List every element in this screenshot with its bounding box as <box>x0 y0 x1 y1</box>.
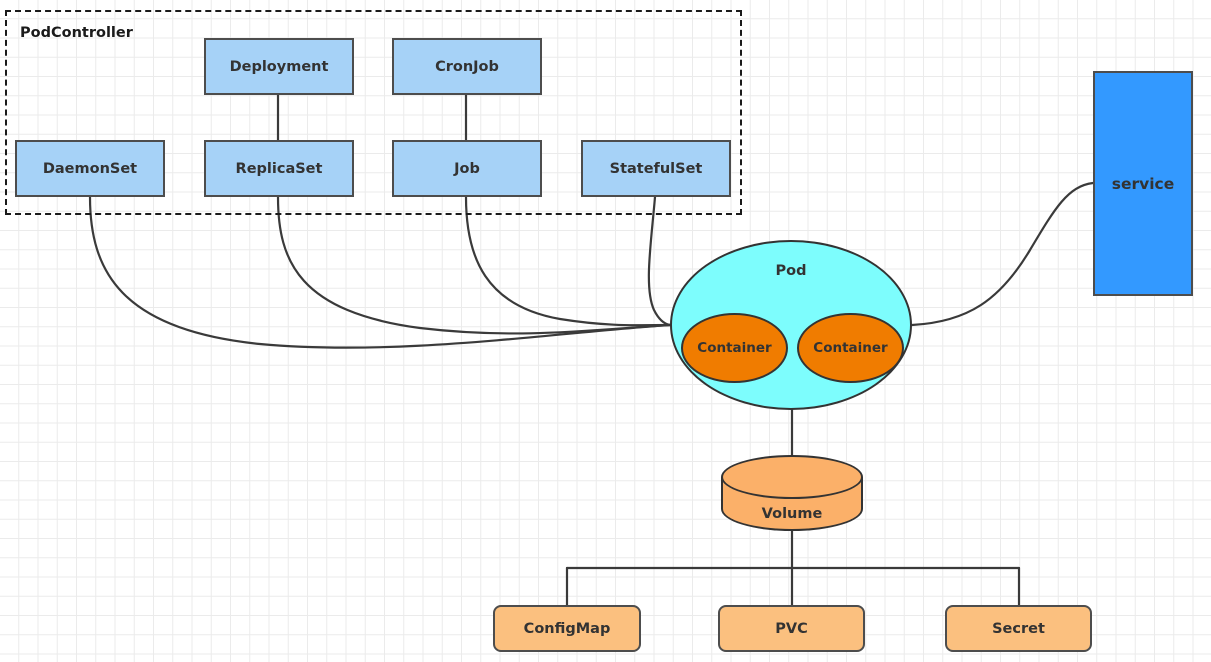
controller-label-replicaset: ReplicaSet <box>235 160 323 177</box>
storage-label-pvc: PVC <box>775 620 808 637</box>
controller-node-job[interactable]: Job <box>392 140 542 197</box>
edge-job-pod <box>464 195 672 327</box>
storage-label-secret: Secret <box>992 620 1045 637</box>
storage-node-configmap[interactable]: ConfigMap <box>493 605 641 652</box>
controller-label-deployment: Deployment <box>229 58 329 75</box>
storage-label-configmap: ConfigMap <box>523 620 611 637</box>
controller-node-daemonset[interactable]: DaemonSet <box>15 140 165 197</box>
service-label: service <box>1111 174 1175 193</box>
container-node-2[interactable]: Container <box>797 313 904 383</box>
pod-label: Pod <box>775 263 807 279</box>
service-node[interactable]: service <box>1093 71 1193 296</box>
controller-node-replicaset[interactable]: ReplicaSet <box>204 140 354 197</box>
controller-node-statefulset[interactable]: StatefulSet <box>581 140 731 197</box>
volume-label: Volume <box>761 506 823 522</box>
volume-cylinder-top <box>721 455 863 499</box>
controller-node-deployment[interactable]: Deployment <box>204 38 354 95</box>
controller-node-cronjob[interactable]: CronJob <box>392 38 542 95</box>
volume-node[interactable]: Volume <box>721 455 863 531</box>
controller-label-statefulset: StatefulSet <box>609 160 703 177</box>
edge-replicaset-pod <box>276 195 672 335</box>
pod-controller-label: PodController <box>20 25 133 41</box>
edge-statefulset-pod <box>647 195 672 327</box>
controller-label-cronjob: CronJob <box>435 58 499 75</box>
edge-daemonset-pod <box>88 195 672 349</box>
storage-node-secret[interactable]: Secret <box>945 605 1092 652</box>
storage-node-pvc[interactable]: PVC <box>718 605 865 652</box>
container-label-1: Container <box>697 340 772 356</box>
controller-label-daemonset: DaemonSet <box>42 160 138 177</box>
edge-pod-service <box>910 181 1095 327</box>
container-node-1[interactable]: Container <box>681 313 788 383</box>
container-label-2: Container <box>813 340 888 356</box>
controller-label-job: Job <box>454 160 480 177</box>
